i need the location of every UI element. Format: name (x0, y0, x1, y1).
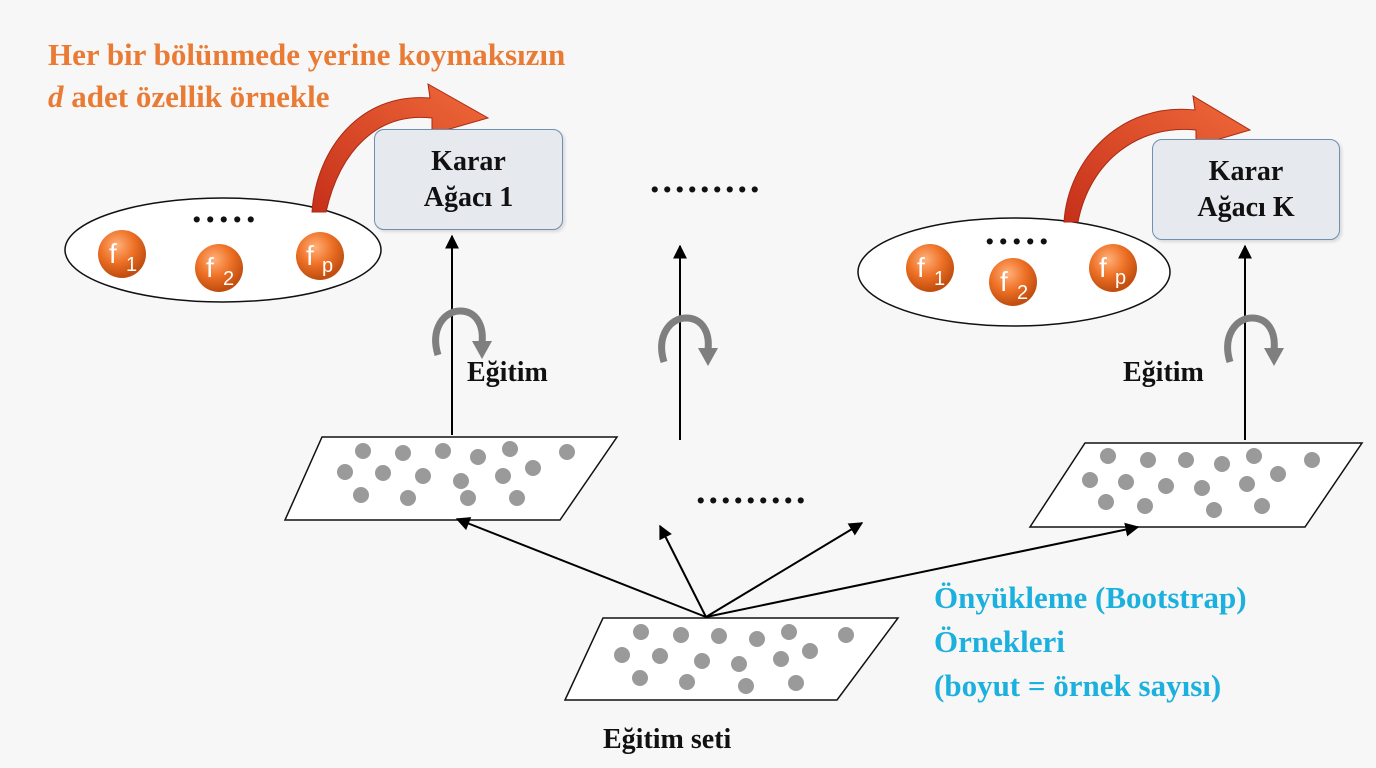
feature-sampling-line2-rest: adet özellik örnekle (63, 79, 330, 114)
svg-text:1: 1 (126, 254, 137, 276)
feature-count-variable: d (48, 79, 64, 114)
svg-text:2: 2 (1017, 282, 1028, 304)
svg-text:f: f (1000, 266, 1008, 297)
bootstrap-annotation-line2: Örnekleri (934, 624, 1065, 659)
decision-tree-k: Karar Ağacı K (1152, 139, 1340, 240)
svg-text:f: f (1099, 252, 1107, 283)
training-label-left: Eğitim (467, 357, 548, 388)
decision-tree-1-line1: Karar (431, 145, 506, 177)
arrow-to-sample-middle-a (659, 524, 707, 618)
svg-text:f: f (917, 252, 925, 283)
bootstrap-sample-right (1028, 442, 1364, 528)
curved-arrow-icon (1063, 95, 1252, 223)
svg-text:2: 2 (223, 268, 234, 290)
feature-dots-left: ..... (192, 189, 260, 231)
feature-sampling-line1: Her bir bölünmede yerine koymaksızın (48, 37, 566, 72)
training-set-plane (563, 617, 900, 701)
feature-ball-f2-right: f 2 (989, 258, 1037, 306)
feature-ball-f1: f 1 (98, 230, 146, 278)
decision-tree-k-line1: Karar (1208, 155, 1284, 187)
arrow-to-sample-left (455, 517, 707, 618)
decision-tree-1-line2: Ağacı 1 (423, 181, 514, 213)
svg-text:p: p (322, 255, 333, 277)
bootstrap-annotation-line3: (boyut = örnek sayısı) (934, 668, 1222, 703)
arrow-to-sample-middle-b (705, 522, 864, 618)
decision-tree-k-line2: Ağacı K (1197, 191, 1295, 223)
svg-text:1: 1 (934, 268, 945, 290)
refresh-icon (432, 307, 492, 359)
feature-sampling-line2: d adet özellik örnekle (48, 76, 565, 118)
feature-dots-right: ..... (985, 211, 1053, 253)
decision-tree-1: Karar Ağacı 1 (374, 129, 563, 230)
svg-text:f: f (109, 238, 117, 269)
trees-ellipsis: ......... (650, 159, 763, 201)
svg-text:f: f (206, 252, 214, 283)
feature-ball-f1-right: f 1 (906, 244, 954, 292)
samples-ellipsis: ......... (696, 470, 809, 512)
svg-text:p: p (1115, 267, 1126, 289)
curved-arrow-icon (311, 83, 490, 213)
training-label-right: Eğitim (1123, 357, 1204, 388)
bootstrap-sample-left (283, 436, 619, 521)
training-set-label: Eğitim seti (603, 724, 732, 755)
feature-ball-fp: f p (296, 232, 344, 280)
bootstrap-annotation: Önyükleme (Bootstrap) Örnekleri (boyut =… (934, 576, 1247, 708)
feature-ball-f2: f 2 (195, 244, 243, 292)
svg-text:f: f (306, 240, 314, 271)
feature-sampling-annotation: Her bir bölünmede yerine koymaksızın d a… (48, 34, 565, 118)
refresh-icon (1224, 314, 1284, 366)
feature-ball-fp-right: f p (1089, 244, 1137, 292)
arrow-to-sample-right (705, 522, 1140, 618)
refresh-icon (658, 314, 718, 366)
bootstrap-annotation-line1: Önyükleme (Bootstrap) (934, 580, 1247, 615)
